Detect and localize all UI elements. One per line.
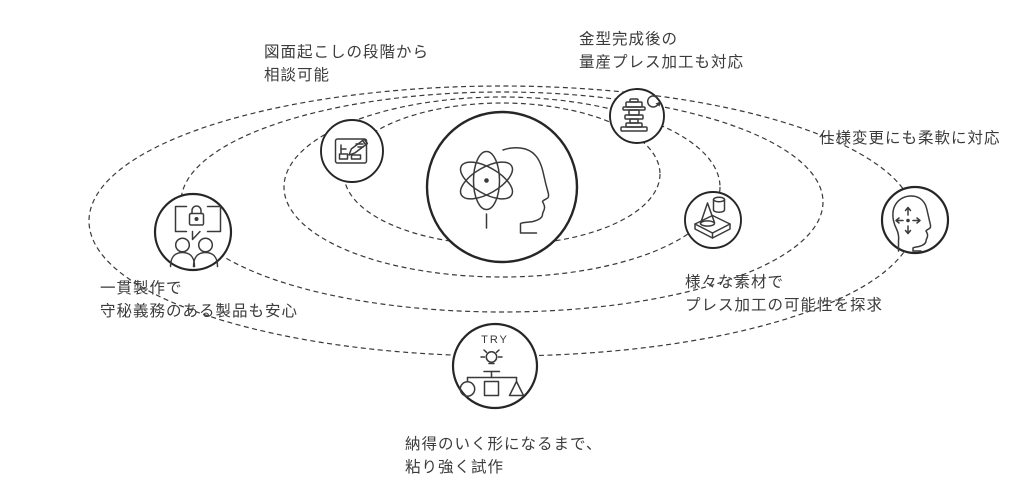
label-prototype: 納得のいく形になるまで、 粘り強く試作 — [405, 433, 602, 479]
mass-production-circle — [609, 88, 665, 144]
satellite-materials-node — [684, 191, 742, 249]
try-lightbulb-flowchart-icon: TRY — [459, 334, 525, 397]
label-confidential: 一貫製作で 守秘義務のある製品も安心 — [100, 277, 298, 323]
central-circle — [425, 110, 579, 264]
label-line-1: 一貫製作で — [100, 280, 183, 297]
label-line-2: 相談可能 — [264, 67, 331, 84]
central-node — [425, 110, 579, 264]
lock-people-icon — [169, 205, 222, 268]
label-line-1: 納得のいく形になるまで、 — [405, 436, 603, 453]
label-line-2: プレス加工の可能性を探求 — [685, 297, 884, 314]
satellite-consult-drawing-node — [320, 119, 384, 183]
satellite-flexible-spec-node — [880, 185, 950, 255]
label-line-1: 金型完成後の — [579, 31, 679, 48]
satellite-mass-production-node — [609, 88, 665, 144]
label-materials: 様々な素材で プレス加工の可能性を探求 — [685, 271, 883, 317]
label-line-1: 仕様変更にも柔軟に対応 — [819, 130, 1001, 147]
orbit-ellipse-1 — [343, 102, 661, 246]
press-machine-repeat-icon — [620, 95, 661, 132]
satellite-confidential-node — [153, 192, 233, 272]
label-consult-drawing: 図面起こしの段階から 相談可能 — [264, 41, 429, 87]
label-flexible-spec: 仕様変更にも柔軟に対応 — [819, 127, 1001, 150]
label-line-2: 粘り強く試作 — [405, 459, 505, 476]
consult-drawing-circle — [320, 119, 384, 183]
atom-head-icon — [459, 146, 550, 234]
label-line-1: 様々な素材で — [685, 274, 785, 291]
materials-press-icon — [694, 196, 731, 239]
satellite-prototype-node: TRY — [451, 322, 539, 410]
orbit-ellipse-2 — [283, 96, 721, 278]
head-arrows-icon — [892, 195, 932, 252]
label-line-2: 守秘義務のある製品も安心 — [100, 303, 299, 320]
label-mass-production: 金型完成後の 量産プレス加工も対応 — [579, 28, 744, 74]
label-line-1: 図面起こしの段階から — [264, 44, 430, 61]
try-badge: TRY — [481, 334, 509, 346]
blueprint-pencil-icon — [334, 138, 369, 164]
label-line-2: 量産プレス加工も対応 — [579, 54, 745, 71]
